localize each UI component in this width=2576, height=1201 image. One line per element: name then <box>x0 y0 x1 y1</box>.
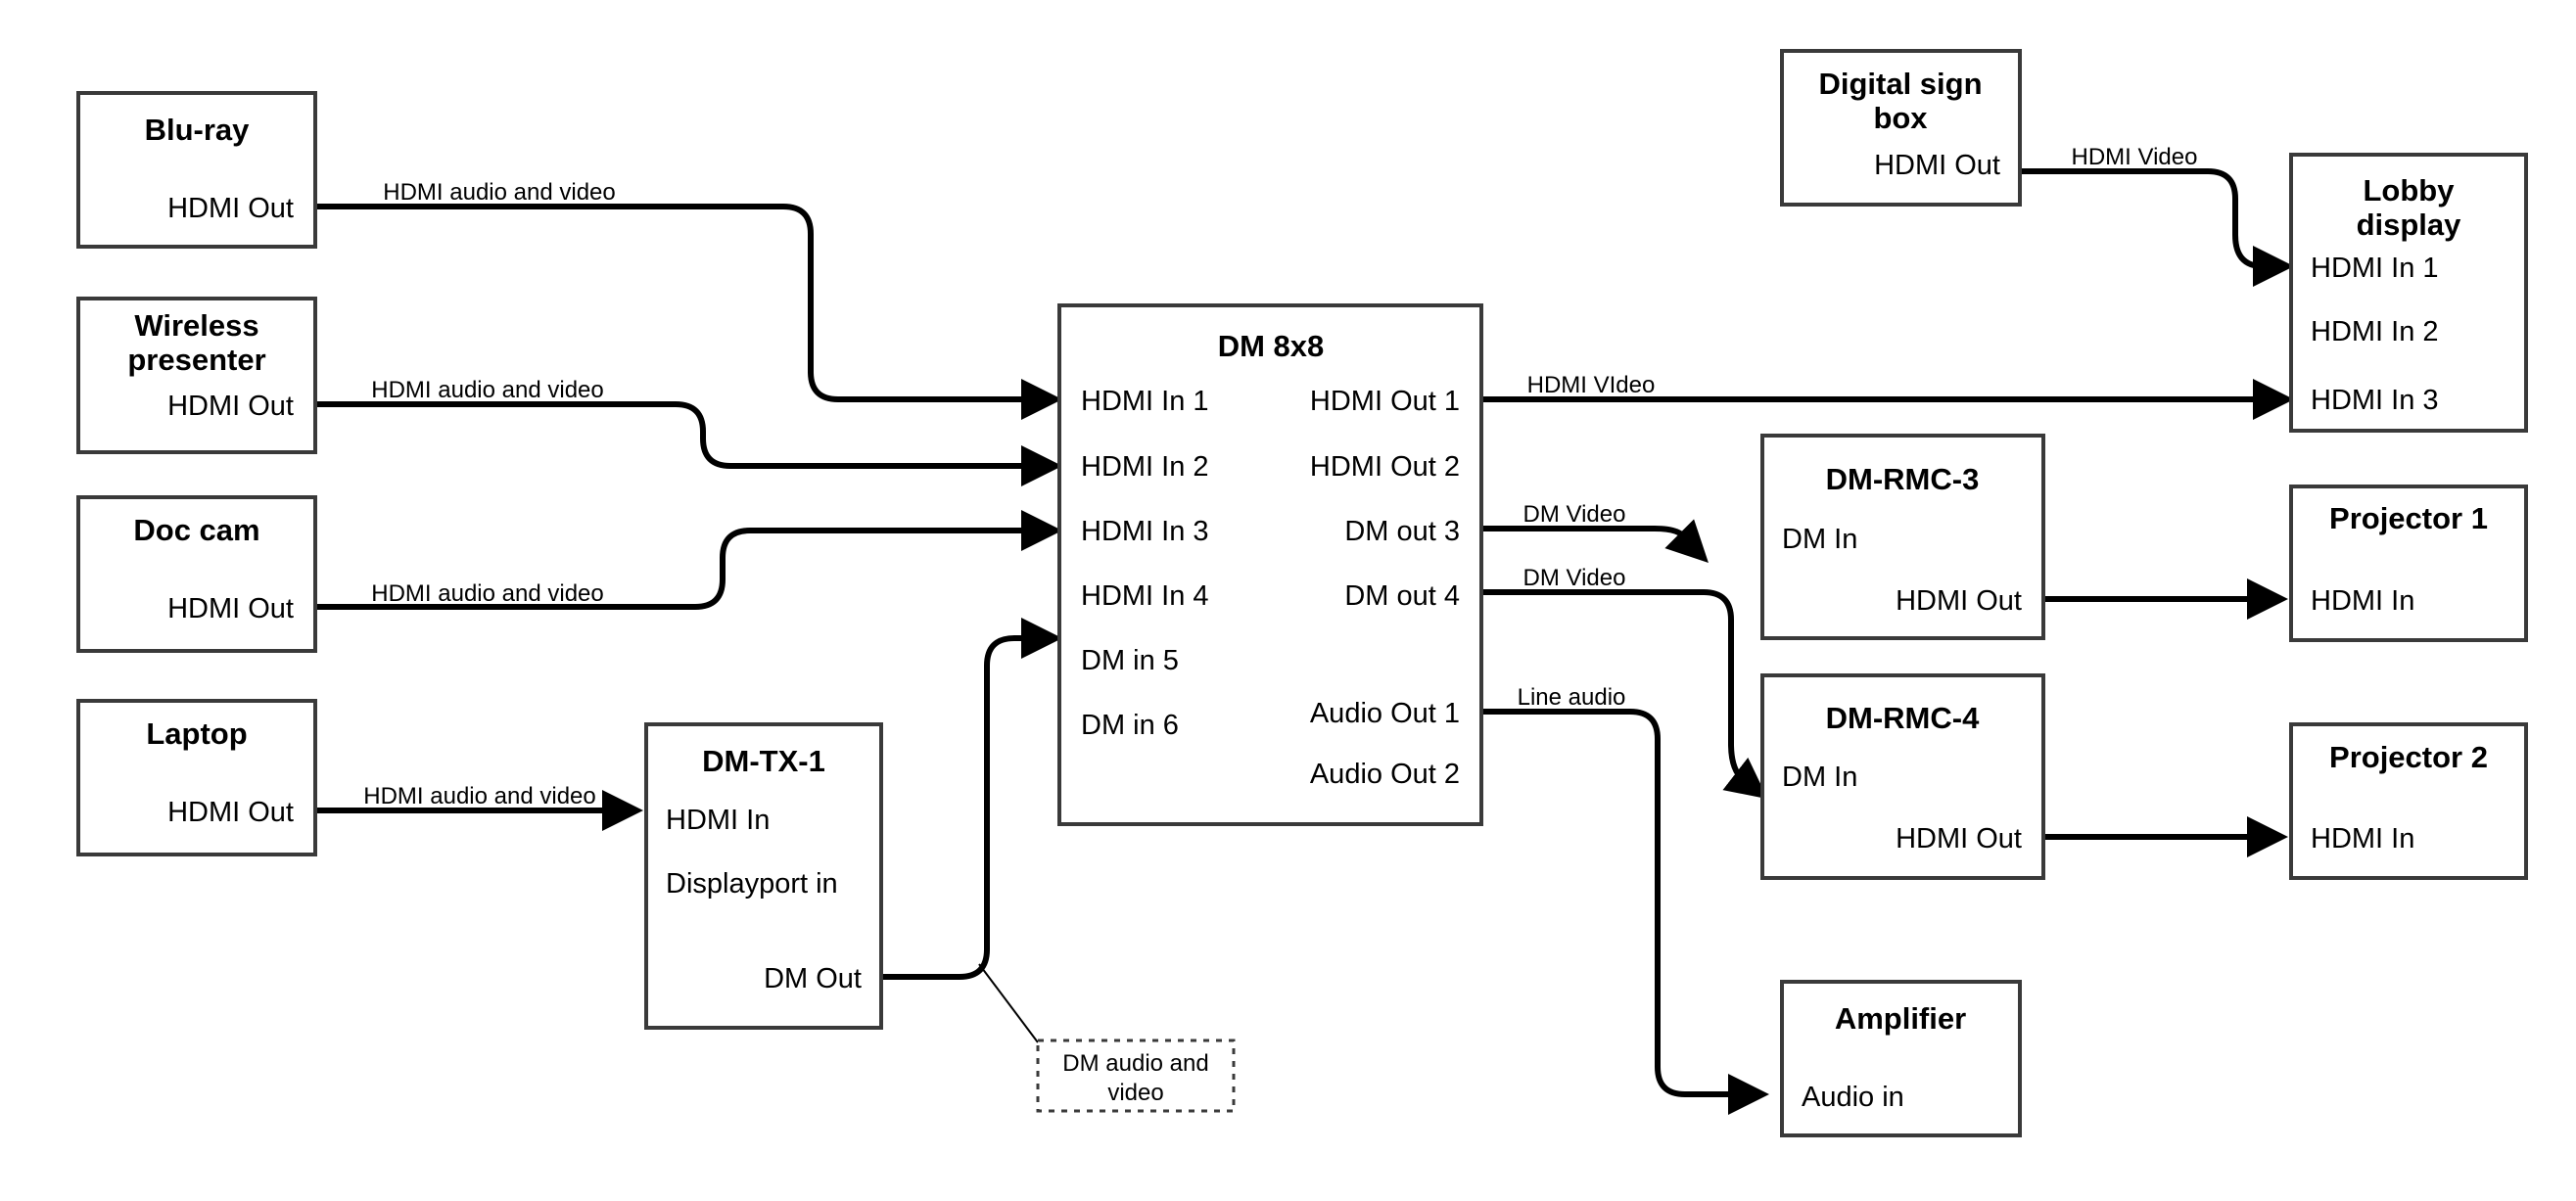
link-dmtx1-to-dm8x8-in5 <box>881 618 1062 980</box>
link-wireless-to-dm8x8-in2 <box>315 401 1062 486</box>
projector-2-port-hdmi-in: HDMI In <box>2311 823 2414 855</box>
dm-rmc-3-title: DM-RMC-3 <box>1826 462 1980 496</box>
node-dm-rmc-4[interactable]: DM-RMC-4 DM In HDMI Out <box>1760 673 2045 880</box>
node-projector-2[interactable]: Projector 2 HDMI In <box>2289 722 2528 880</box>
dm-8x8-input-hdmi-in-4: HDMI In 4 <box>1081 580 1209 612</box>
edge-label-hdmi-out1: HDMI VIdeo <box>1527 372 1656 398</box>
lobby-display-title-line2: display <box>2357 208 2462 242</box>
edge-label-bluray: HDMI audio and video <box>383 179 615 206</box>
dm-rmc-4-box[interactable] <box>1760 673 2045 880</box>
link-digitalsign-to-lobby-in1 <box>2020 168 2294 287</box>
dm-8x8-input-hdmi-in-3: HDMI In 3 <box>1081 516 1209 547</box>
dm-8x8-input-hdmi-in-2: HDMI In 2 <box>1081 451 1209 483</box>
bluray-box[interactable] <box>76 91 317 249</box>
edge-label-audioout1: Line audio <box>1518 684 1626 711</box>
node-doc-cam[interactable]: Doc cam HDMI Out <box>76 495 317 653</box>
node-dm-8x8[interactable]: DM 8x8 HDMI In 1 HDMI In 2 HDMI In 3 HDM… <box>1057 303 1483 826</box>
lobby-display-port-hdmi-in-3: HDMI In 3 <box>2311 385 2439 416</box>
note-dm-audio-and-video: DM audio and video <box>1036 1039 1236 1113</box>
link-dm8x8-out4-to-dmrmc4 <box>1481 589 1768 800</box>
laptop-port-hdmi-out: HDMI Out <box>167 797 294 828</box>
dm-audio-video-note-box <box>1036 1039 1236 1113</box>
link-bluray-to-dm8x8-in1 <box>315 204 1062 420</box>
edge-label-wireless: HDMI audio and video <box>371 377 603 403</box>
dm-8x8-output-dm-out-3: DM out 3 <box>1344 516 1460 547</box>
node-laptop[interactable]: Laptop HDMI Out <box>76 699 317 856</box>
projector-2-title: Projector 2 <box>2329 740 2488 774</box>
amplifier-title: Amplifier <box>1835 1001 1966 1036</box>
dm-8x8-box[interactable] <box>1057 303 1483 826</box>
lobby-display-title-line1: Lobby <box>2364 173 2456 208</box>
dm-rmc-4-title: DM-RMC-4 <box>1826 701 1980 735</box>
node-bluray[interactable]: Blu-ray HDMI Out <box>76 91 317 249</box>
link-dm8x8-out3-to-dmrmc3 <box>1481 519 1709 563</box>
dm-8x8-input-hdmi-in-1: HDMI In 1 <box>1081 386 1209 417</box>
edge-label-doccam: HDMI audio and video <box>371 580 603 607</box>
digital-sign-box[interactable] <box>1780 49 2022 207</box>
doc-cam-box[interactable] <box>76 495 317 653</box>
dm-8x8-title: DM 8x8 <box>1218 329 1325 363</box>
lobby-display-port-hdmi-in-1: HDMI In 1 <box>2311 253 2439 284</box>
wireless-presenter-title-line1: Wireless <box>134 308 258 343</box>
dm-8x8-input-dm-in-6: DM in 6 <box>1081 710 1179 741</box>
node-lobby-display[interactable]: Lobby display HDMI In 1 HDMI In 2 HDMI I… <box>2289 153 2528 433</box>
dm-tx-1-port-dm-out: DM Out <box>764 963 862 994</box>
edge-label-dmout3: DM Video <box>1523 501 1626 528</box>
node-amplifier[interactable]: Amplifier Audio in <box>1780 980 2022 1137</box>
doc-cam-port-hdmi-out: HDMI Out <box>167 593 294 624</box>
dm-rmc-4-port-hdmi-out: HDMI Out <box>1896 823 2022 855</box>
amplifier-box[interactable] <box>1780 980 2022 1137</box>
doc-cam-title: Doc cam <box>133 513 259 547</box>
node-dm-rmc-3[interactable]: DM-RMC-3 DM In HDMI Out <box>1760 434 2045 640</box>
dm-8x8-output-dm-out-4: DM out 4 <box>1344 580 1460 612</box>
node-wireless-presenter[interactable]: Wireless presenter HDMI Out <box>76 297 317 454</box>
dm-8x8-output-audio-out-1: Audio Out 1 <box>1310 698 1460 729</box>
node-digital-sign-box[interactable]: Digital sign box HDMI Out <box>1780 49 2022 207</box>
dm-rmc-3-port-dm-in: DM In <box>1782 524 1857 555</box>
wireless-presenter-title-line2: presenter <box>127 343 265 377</box>
dm-8x8-output-hdmi-out-1: HDMI Out 1 <box>1310 386 1460 417</box>
edge-label-dmout4: DM Video <box>1523 565 1626 591</box>
amplifier-port-audio-in: Audio in <box>1802 1082 1904 1113</box>
dm-tx-1-box[interactable] <box>644 722 883 1030</box>
dm-8x8-input-dm-in-5: DM in 5 <box>1081 645 1179 676</box>
digital-sign-port-hdmi-out: HDMI Out <box>1874 150 2000 181</box>
node-dm-tx-1[interactable]: DM-TX-1 HDMI In Displayport in DM Out <box>644 722 883 1030</box>
leader-dm-audio-video-note <box>978 963 1039 1043</box>
projector-1-box[interactable] <box>2289 485 2528 642</box>
edge-label-laptop: HDMI audio and video <box>363 783 595 809</box>
link-doccam-to-dm8x8-in3 <box>315 510 1062 610</box>
dm-8x8-output-hdmi-out-2: HDMI Out 2 <box>1310 451 1460 483</box>
laptop-title: Laptop <box>146 716 247 751</box>
wireless-presenter-box[interactable] <box>76 297 317 454</box>
projector-1-port-hdmi-in: HDMI In <box>2311 585 2414 617</box>
dm-audio-video-note-line1: DM audio and <box>1062 1050 1208 1077</box>
dm-rmc-3-port-hdmi-out: HDMI Out <box>1896 585 2022 617</box>
digital-sign-title-line1: Digital sign <box>1818 67 1982 101</box>
bluray-port-hdmi-out: HDMI Out <box>167 193 294 224</box>
wireless-presenter-port-hdmi-out: HDMI Out <box>167 391 294 422</box>
dm-rmc-3-box[interactable] <box>1760 434 2045 640</box>
projector-1-title: Projector 1 <box>2329 501 2488 535</box>
lobby-display-box[interactable] <box>2289 153 2528 433</box>
dm-tx-1-port-displayport-in: Displayport in <box>666 868 838 900</box>
dm-rmc-4-port-dm-in: DM In <box>1782 762 1857 793</box>
laptop-box[interactable] <box>76 699 317 856</box>
digital-sign-title-line2: box <box>1873 101 1928 135</box>
bluray-title: Blu-ray <box>145 113 251 147</box>
edge-label-digitalsign: HDMI Video <box>2072 144 2198 170</box>
dm-audio-video-note-line2: video <box>1107 1080 1163 1106</box>
link-dm8x8-audioout1-to-amplifier <box>1481 709 1769 1115</box>
lobby-display-port-hdmi-in-2: HDMI In 2 <box>2311 316 2439 347</box>
dm-8x8-output-audio-out-2: Audio Out 2 <box>1310 759 1460 790</box>
projector-2-box[interactable] <box>2289 722 2528 880</box>
dm-tx-1-port-hdmi-in: HDMI In <box>666 805 770 836</box>
dm-tx-1-title: DM-TX-1 <box>702 744 825 778</box>
node-projector-1[interactable]: Projector 1 HDMI In <box>2289 485 2528 642</box>
